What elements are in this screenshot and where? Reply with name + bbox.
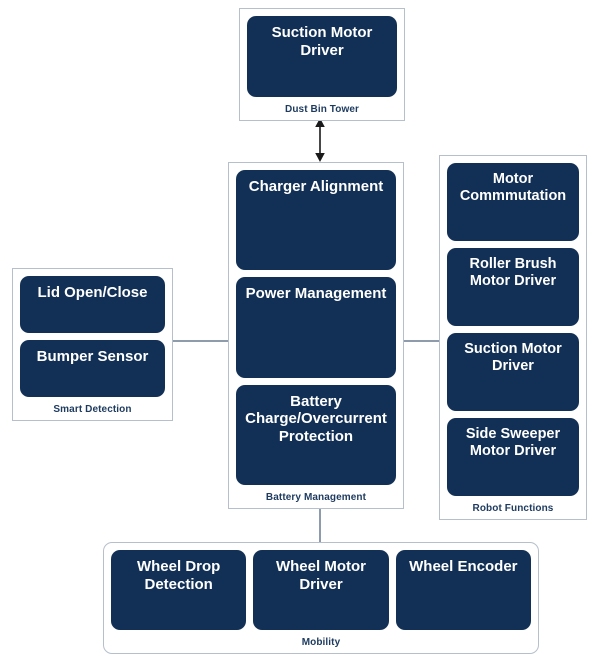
group-dust-bin-tower-body: Suction Motor Driver: [240, 9, 404, 104]
node-side-sweeper-motor-driver[interactable]: Side Sweeper Motor Driver: [447, 418, 579, 496]
group-label-robot-functions: Robot Functions: [472, 503, 554, 514]
connector-smart-detection-to-battery-stub: [173, 340, 235, 342]
node-roller-brush-motor-driver[interactable]: Roller Brush Motor Driver: [447, 248, 579, 326]
connector-dust-bin-to-battery: [315, 118, 325, 162]
group-mobility-body: Wheel Drop Detection Wheel Motor Driver …: [104, 543, 538, 637]
connector-battery-to-mobility: [319, 508, 321, 542]
node-battery-charge-overcurrent-protection[interactable]: Battery Charge/Overcurrent Protection: [236, 384, 396, 485]
node-power-management[interactable]: Power Management: [236, 277, 396, 378]
group-smart-detection-body: Lid Open/Close Bumper Sensor: [13, 269, 172, 404]
node-wheel-motor-driver[interactable]: Wheel Motor Driver: [253, 550, 389, 630]
node-suction-motor-driver-tower[interactable]: Suction Motor Driver: [247, 16, 397, 97]
node-lid-open-close[interactable]: Lid Open/Close: [20, 276, 165, 333]
group-battery-management[interactable]: Charger Alignment Power Management Batte…: [228, 162, 404, 509]
connector-battery-to-robot-functions: [404, 340, 440, 342]
group-dust-bin-tower[interactable]: Suction Motor Driver Dust Bin Tower: [239, 8, 405, 121]
group-label-smart-detection: Smart Detection: [53, 404, 132, 415]
node-motor-commutation[interactable]: Motor Commmutation: [447, 163, 579, 241]
node-bumper-sensor[interactable]: Bumper Sensor: [20, 340, 165, 397]
group-battery-management-body: Charger Alignment Power Management Batte…: [229, 163, 403, 492]
node-suction-motor-driver-robot[interactable]: Suction Motor Driver: [447, 333, 579, 411]
node-wheel-drop-detection[interactable]: Wheel Drop Detection: [111, 550, 247, 630]
group-mobility[interactable]: Wheel Drop Detection Wheel Motor Driver …: [103, 542, 539, 654]
group-label-mobility: Mobility: [301, 637, 341, 648]
group-smart-detection[interactable]: Lid Open/Close Bumper Sensor Smart Detec…: [12, 268, 173, 421]
node-charger-alignment[interactable]: Charger Alignment: [236, 170, 396, 271]
group-robot-functions[interactable]: Motor Commmutation Roller Brush Motor Dr…: [439, 155, 587, 520]
group-robot-functions-body: Motor Commmutation Roller Brush Motor Dr…: [440, 156, 586, 503]
group-label-battery-management: Battery Management: [265, 492, 367, 503]
node-wheel-encoder[interactable]: Wheel Encoder: [395, 550, 531, 630]
group-label-dust-bin-tower: Dust Bin Tower: [285, 104, 359, 115]
